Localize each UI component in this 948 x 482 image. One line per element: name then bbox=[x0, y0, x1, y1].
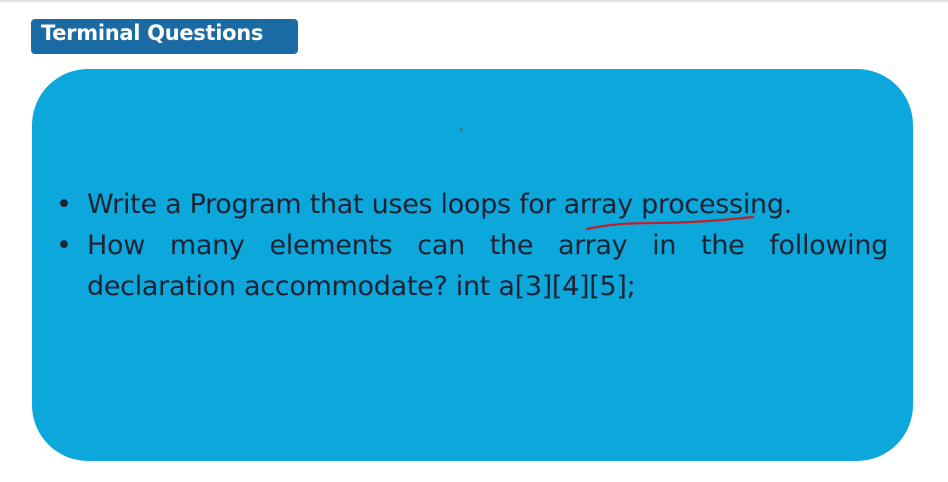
slide-title: Terminal Questions bbox=[31, 19, 298, 54]
questions-panel bbox=[32, 69, 913, 461]
question-item: • How many elements can the array in the… bbox=[54, 225, 888, 307]
top-divider bbox=[0, 0, 948, 2]
cursor-dot bbox=[460, 128, 463, 131]
question-text: Write a Program that uses loops for arra… bbox=[87, 189, 792, 220]
bullet-icon: • bbox=[56, 230, 72, 261]
bullet-icon: • bbox=[56, 189, 72, 220]
question-text: How many elements can the array in the f… bbox=[87, 230, 888, 302]
question-item: • Write a Program that uses loops for ar… bbox=[54, 184, 888, 225]
question-list: • Write a Program that uses loops for ar… bbox=[54, 184, 888, 307]
